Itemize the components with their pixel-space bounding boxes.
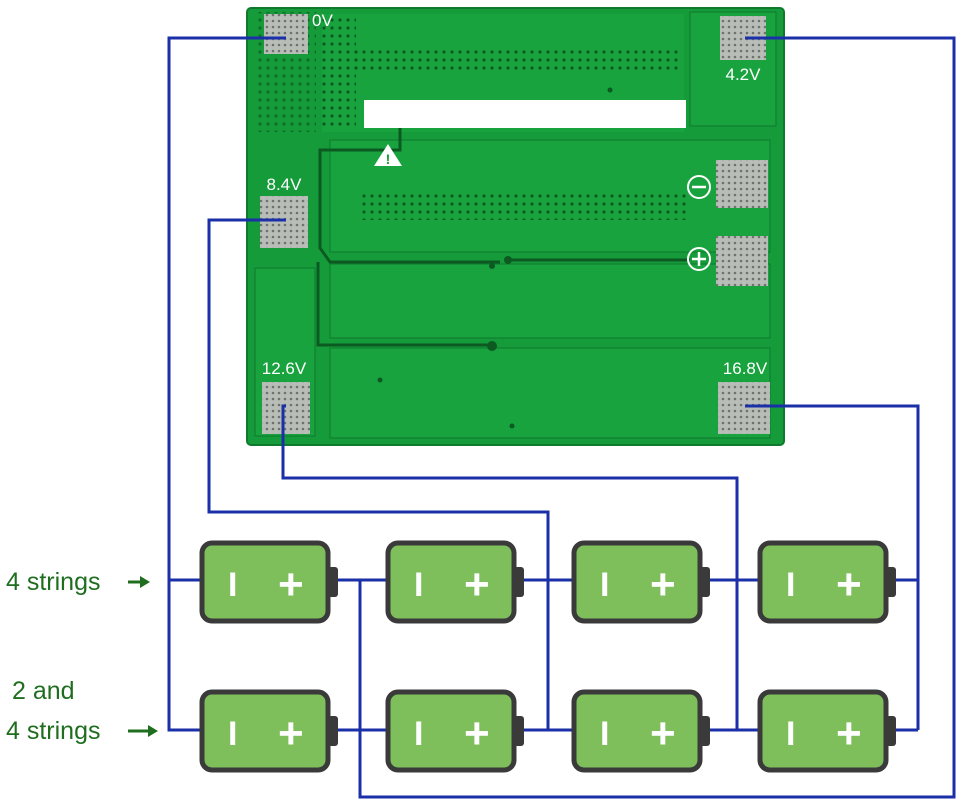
arrow-right-icon: [128, 725, 158, 737]
battery-negative-sign: I: [228, 566, 237, 604]
battery-negative-sign: I: [600, 715, 609, 753]
via-array-top: [352, 46, 682, 74]
terminal-label-16v8: 16.8V: [723, 359, 768, 378]
silkscreen-strip: [364, 100, 686, 128]
battery-negative-sign: I: [600, 566, 609, 604]
via: [377, 377, 383, 383]
battery-row-bottom: I + I + I + I +: [199, 689, 896, 773]
battery-negative-sign: I: [786, 715, 795, 753]
battery-positive-sign: +: [836, 709, 862, 758]
battery-positive-sign: +: [278, 709, 304, 758]
battery-positive-sign: +: [836, 560, 862, 609]
via-array-middle: [358, 192, 688, 220]
battery-negative-sign: I: [786, 566, 795, 604]
via: [504, 256, 512, 264]
via: [509, 423, 515, 429]
output-pad-negative: [716, 160, 768, 208]
battery-cell: I +: [199, 689, 338, 773]
wires: [167, 36, 956, 799]
battery-cell: I +: [571, 540, 710, 624]
pcb-region-low: [329, 263, 771, 339]
warning-icon: !: [374, 144, 402, 167]
battery-positive-sign: +: [278, 560, 304, 609]
battery-cell: I +: [757, 540, 896, 624]
terminal-label-8v4: 8.4V: [267, 175, 303, 194]
battery-cell: I +: [385, 540, 524, 624]
plus-circle-icon: [687, 247, 711, 271]
arrow-right-icon: [128, 576, 150, 588]
battery-cell: I +: [199, 540, 338, 624]
row-labels: 4 strings 2 and 4 strings: [6, 568, 158, 745]
pcb-trace-2: [316, 262, 492, 347]
battery-cell: I +: [757, 689, 896, 773]
label-bottom-row-line1: 2 and: [12, 677, 75, 705]
wire-12v6: [281, 404, 739, 730]
terminal-pad-8v4: [260, 196, 308, 248]
terminal-pad-0v: [264, 14, 308, 54]
pcb-region-bottom: [329, 347, 771, 439]
pcb-trace-1: [318, 128, 500, 264]
battery-positive-sign: +: [464, 560, 490, 609]
via: [487, 341, 497, 351]
via: [607, 87, 613, 93]
battery-positive-sign: +: [464, 709, 490, 758]
via-array-top-left: [322, 16, 356, 126]
label-bottom-row-line2: 4 strings: [6, 717, 100, 745]
terminal-pad-12v6: [262, 382, 310, 434]
wire-0v: [167, 36, 286, 732]
label-top-row: 4 strings: [6, 568, 100, 596]
battery-positive-sign: +: [650, 560, 676, 609]
minus-circle-icon: [687, 175, 711, 199]
via: [489, 263, 495, 269]
battery-cell: I +: [571, 689, 710, 773]
terminal-label-0v: 0V: [312, 11, 333, 30]
wire-4v2: [358, 36, 956, 799]
wire-16v8: [745, 404, 920, 730]
battery-row-top: I + I + I + I +: [199, 540, 896, 624]
svg-text:!: !: [386, 151, 391, 167]
bms-pcb: ! 0V 4.2V 8.4V 12.6V 16.8V: [246, 7, 785, 446]
terminal-label-4v2: 4.2V: [726, 65, 762, 84]
terminal-label-12v6: 12.6V: [262, 359, 307, 378]
terminal-pad-16v8: [718, 382, 770, 434]
battery-negative-sign: I: [414, 566, 423, 604]
battery-cell: I +: [385, 689, 524, 773]
battery-positive-sign: +: [650, 709, 676, 758]
output-pad-positive: [716, 236, 768, 286]
battery-negative-sign: I: [228, 715, 237, 753]
wire-8v4: [207, 218, 550, 730]
battery-negative-sign: I: [414, 715, 423, 753]
